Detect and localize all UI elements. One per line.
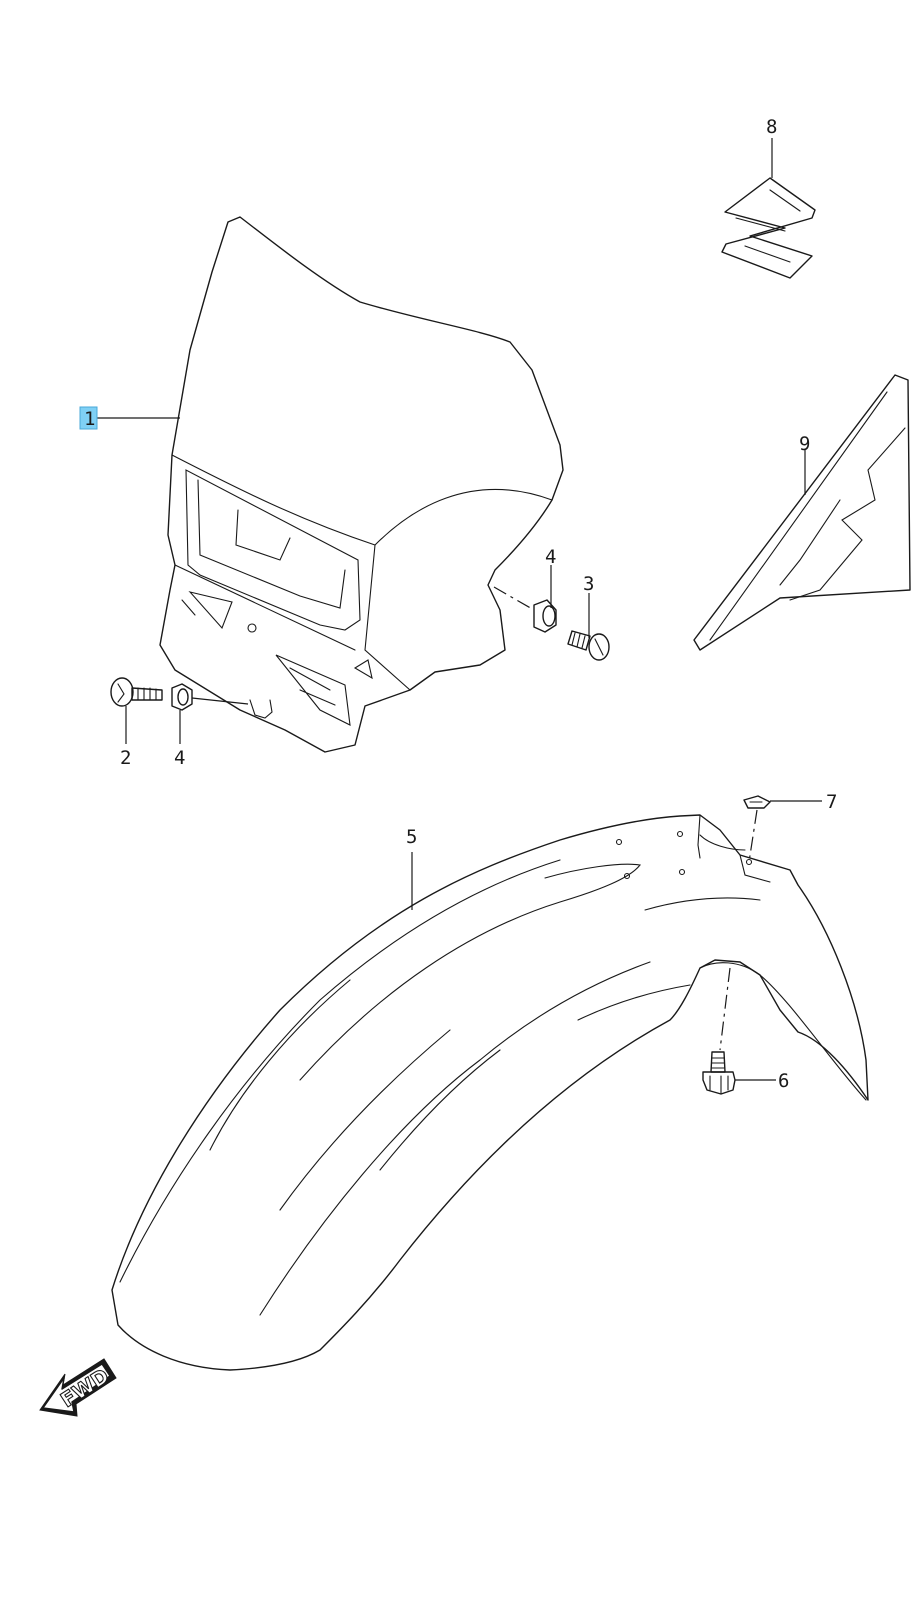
callout-3[interactable]: 3	[583, 573, 594, 595]
screw-part-2[interactable]	[110, 677, 163, 707]
fwd-direction-arrow: FWD	[39, 1358, 117, 1417]
headlight-cowl-part-1[interactable]	[159, 216, 564, 753]
grommet-part-4-lower[interactable]	[171, 683, 193, 711]
grommet-part-4-upper[interactable]	[533, 599, 557, 633]
decal-part-9[interactable]	[693, 374, 911, 651]
callout-9[interactable]: 9	[799, 433, 810, 455]
bolt-part-3[interactable]	[567, 630, 610, 661]
callout-1-highlight	[79, 406, 98, 430]
callout-8[interactable]: 8	[766, 116, 777, 138]
callout-4-lower[interactable]: 4	[174, 747, 185, 769]
callout-4-upper[interactable]: 4	[545, 546, 556, 568]
callout-7[interactable]: 7	[826, 791, 837, 813]
callout-1[interactable]: 1	[84, 408, 95, 430]
emblem-part-8[interactable]	[721, 177, 816, 279]
front-fender-part-5[interactable]	[111, 814, 869, 1371]
washer-part-7[interactable]	[743, 795, 771, 809]
callout-5[interactable]: 5	[406, 826, 417, 848]
callout-6[interactable]: 6	[778, 1070, 789, 1092]
flange-bolt-part-6[interactable]	[702, 1051, 736, 1095]
callout-2[interactable]: 2	[120, 747, 131, 769]
